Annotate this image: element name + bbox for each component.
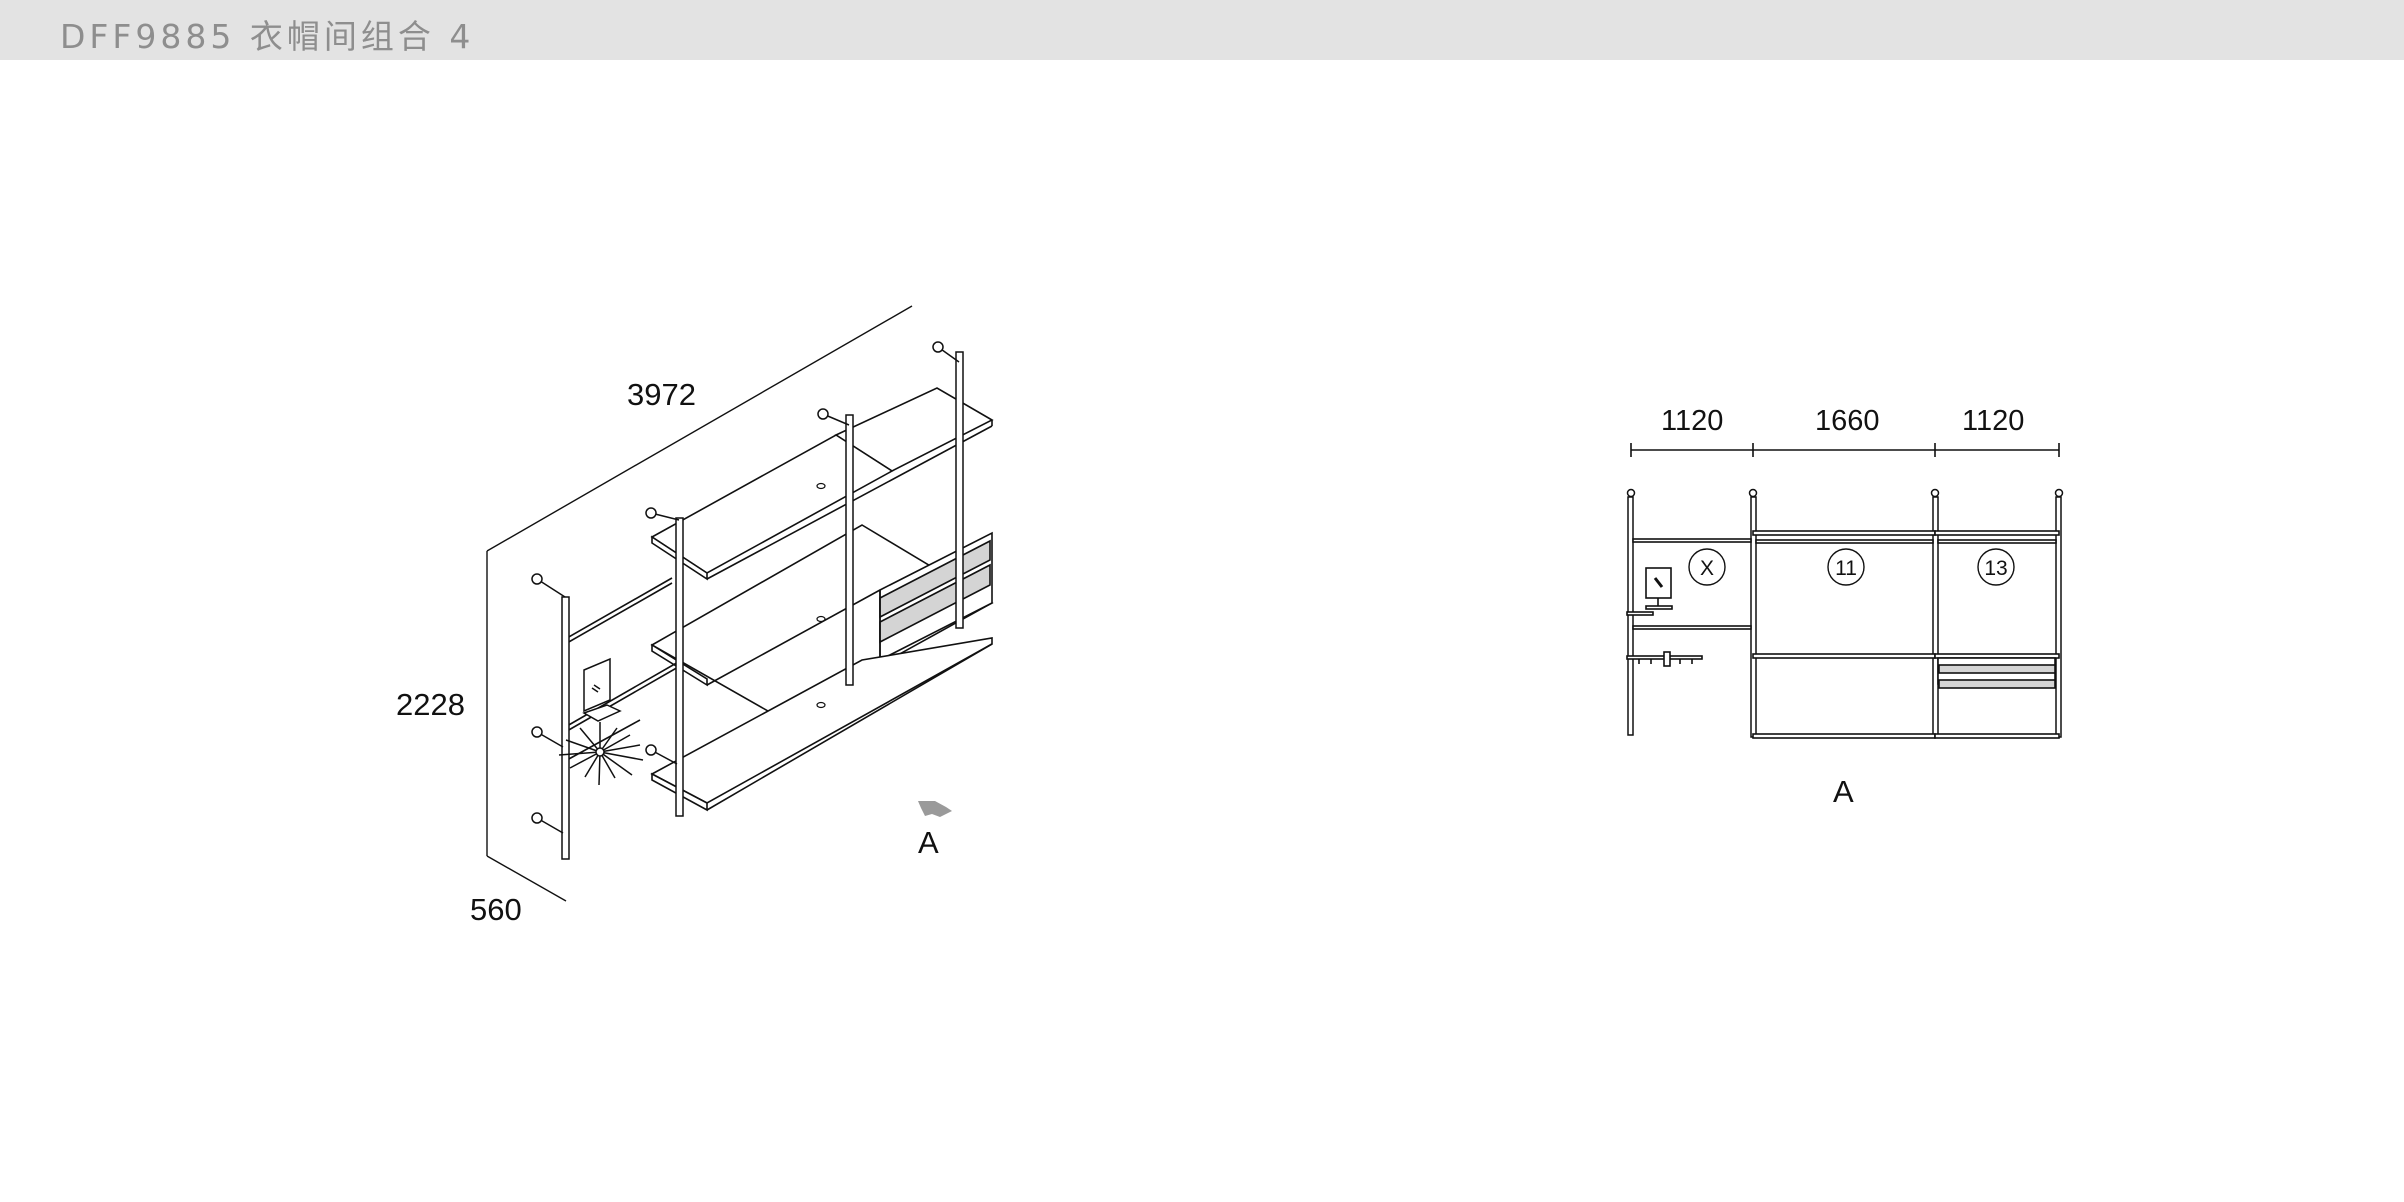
- pole-3: [845, 414, 854, 686]
- callout-13: [1977, 548, 2015, 586]
- header-bar: DFF9885 衣帽间组合 4: [0, 0, 2404, 60]
- dimension-height-iso: 2228: [396, 687, 465, 722]
- bay-width-2: 1660: [1815, 405, 1880, 437]
- view-arrow-iso: [918, 801, 952, 817]
- dimension-depth-iso: 560: [470, 892, 522, 927]
- elev-pole-1: [1627, 496, 1634, 736]
- wall-outline: [486, 305, 913, 902]
- mirror-accessory: [582, 657, 622, 722]
- callout-label-11: 11: [1835, 557, 1857, 580]
- elevation-right-bay: [1934, 530, 2060, 739]
- view-direction-arrow-icon: [918, 801, 952, 817]
- mirror-accessory-elev: [1645, 567, 1672, 599]
- elevation-poles: [1626, 488, 2064, 738]
- tie-rack-accessory: [558, 722, 644, 786]
- dimension-width-iso: 3972: [627, 377, 696, 412]
- shelf-holes: [816, 482, 826, 709]
- pole-2: [675, 517, 684, 817]
- callouts: [1688, 548, 2015, 586]
- pole-1: [561, 596, 570, 860]
- callout-x: [1688, 548, 1726, 586]
- bay-width-3: 1120: [1962, 405, 2024, 437]
- dimension-chain: [1630, 443, 2060, 457]
- bay-width-1: 1120: [1661, 405, 1723, 437]
- view-label-elevation: A: [1833, 774, 1854, 809]
- isometric-view: [486, 305, 994, 902]
- drawer-front-1-elev: [1938, 664, 2056, 674]
- callout-label-13: 13: [1984, 557, 2007, 580]
- pole-4: [955, 351, 964, 629]
- poles: [561, 351, 964, 860]
- drawer-front-2-elev: [1938, 679, 2056, 689]
- callout-label-x: X: [1700, 557, 1714, 580]
- wall-brackets: [531, 341, 960, 834]
- view-label-iso: A: [918, 825, 939, 860]
- elevation-view: [1626, 443, 2064, 739]
- page-title: DFF9885 衣帽间组合 4: [60, 17, 475, 56]
- callout-11: [1827, 548, 1865, 586]
- elevation-left-bay: [1626, 538, 1752, 667]
